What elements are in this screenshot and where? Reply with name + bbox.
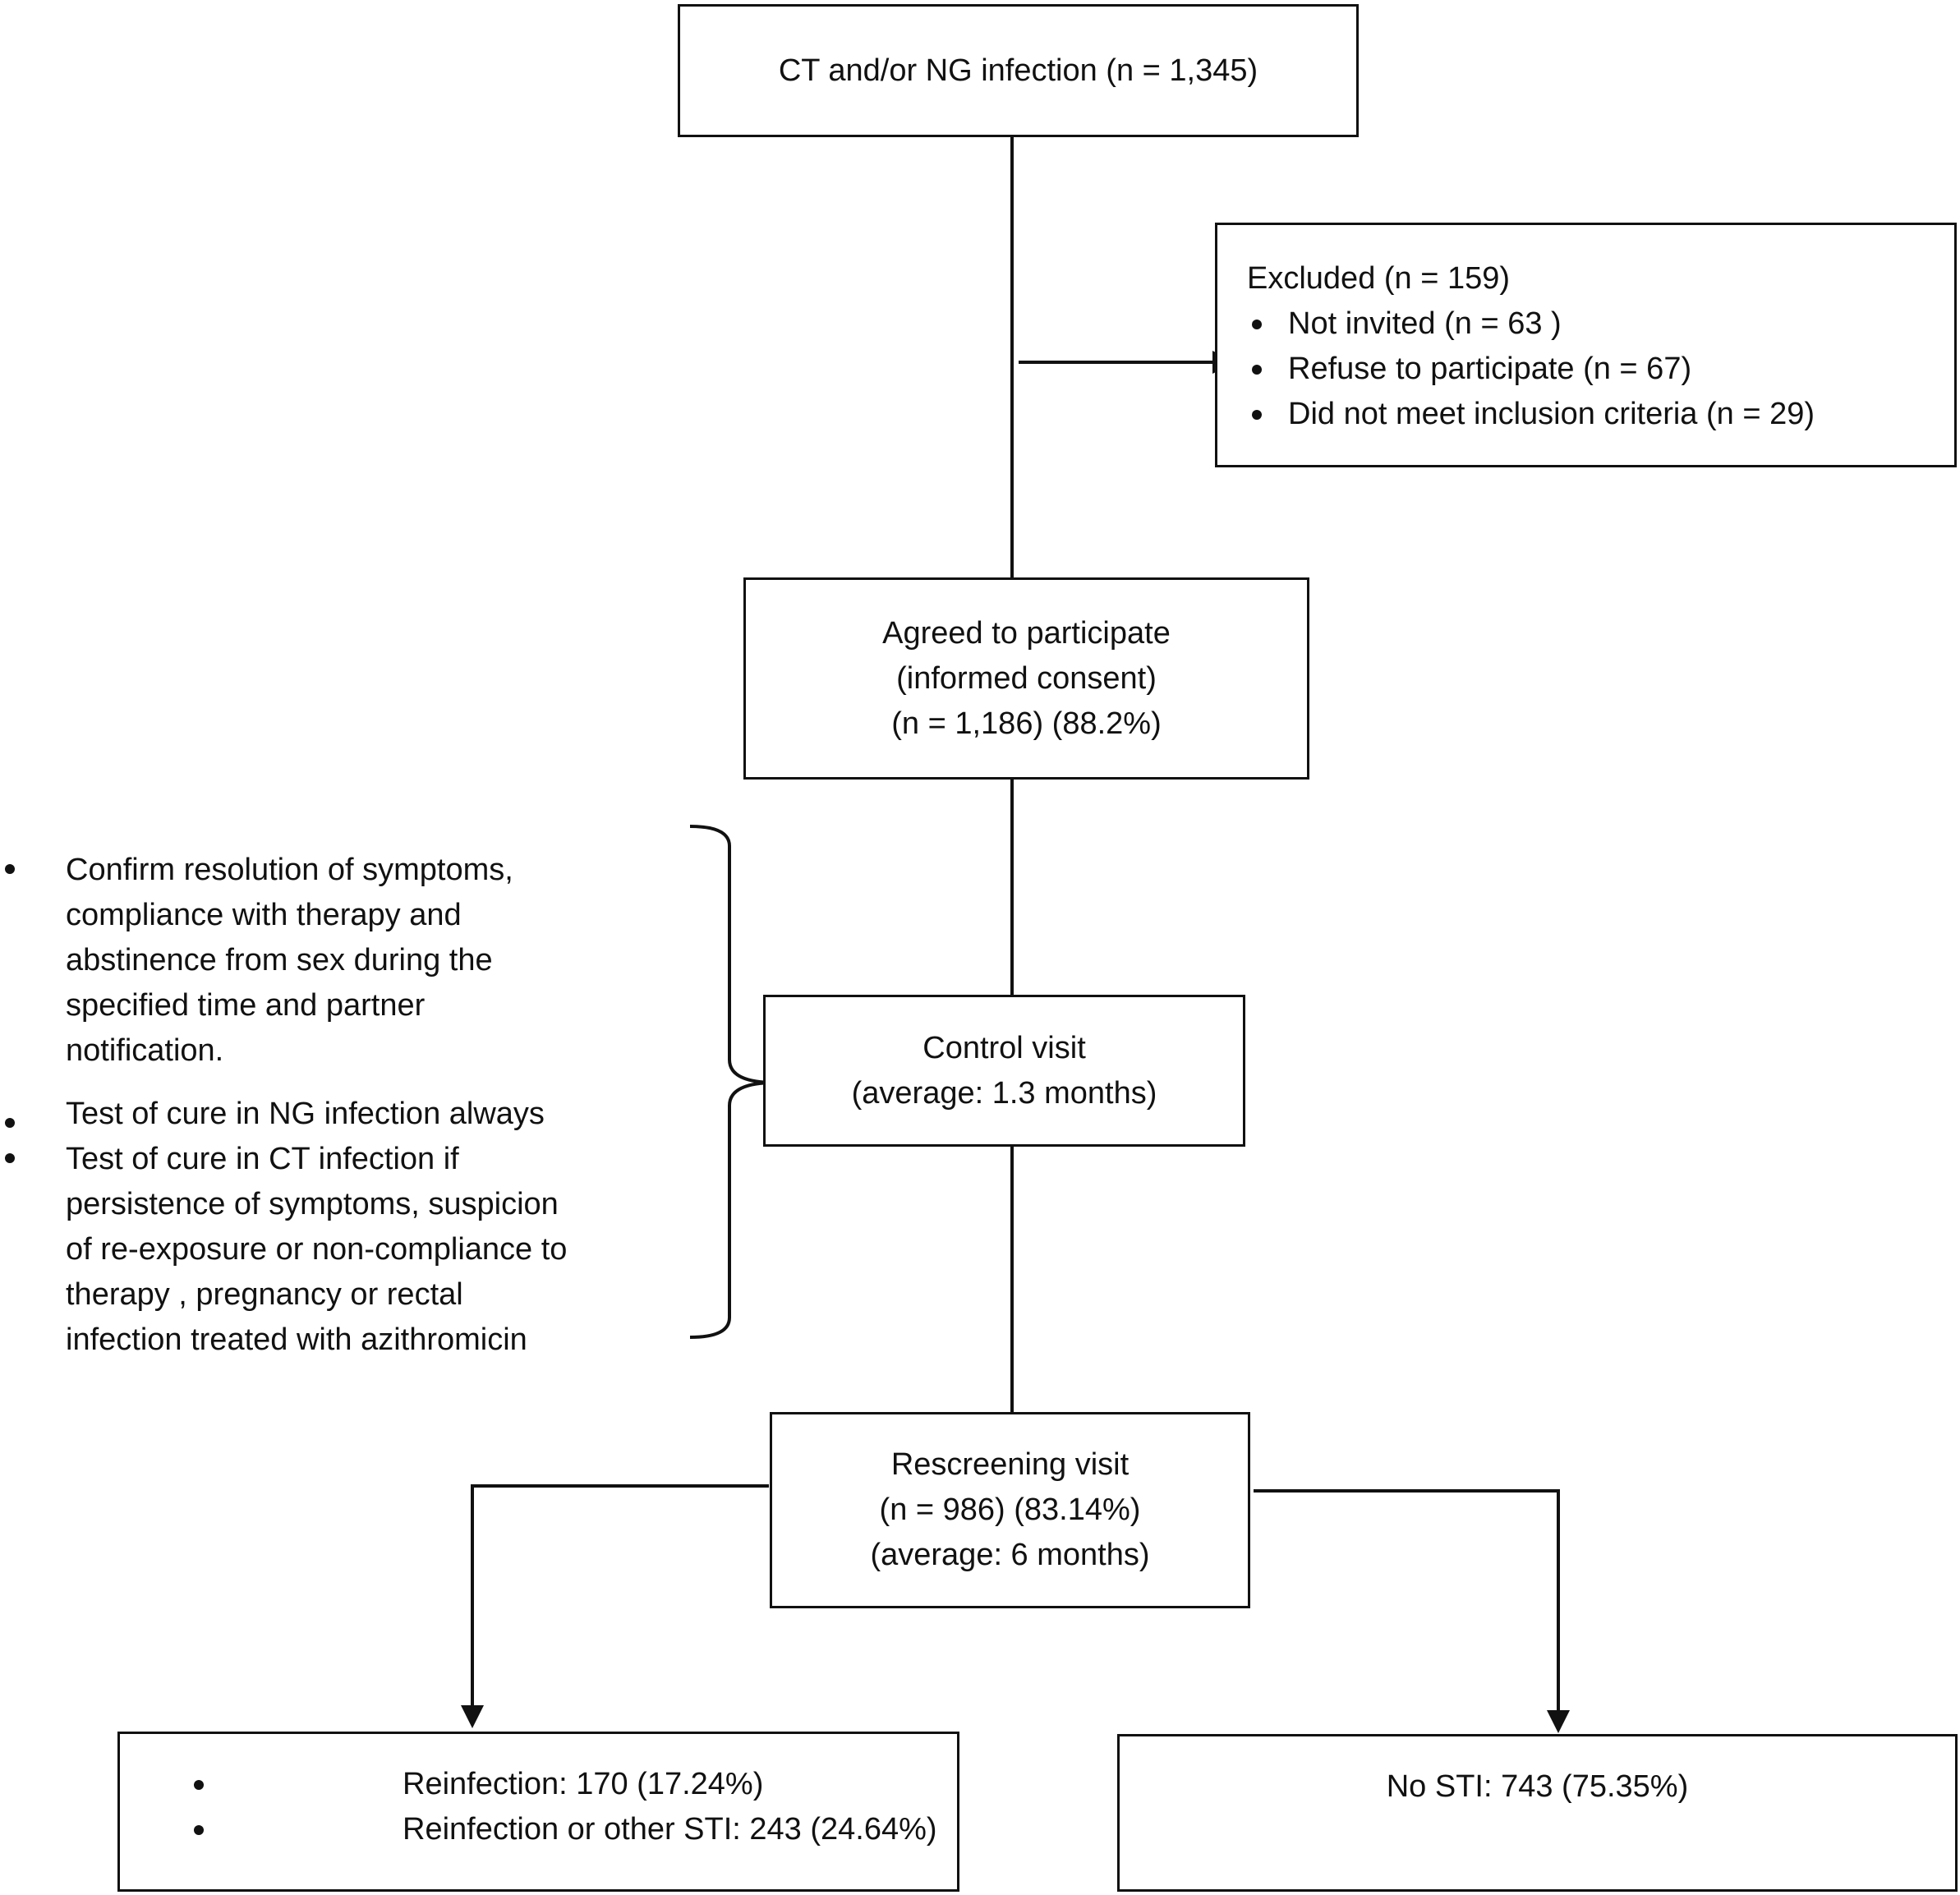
- connector-rescreening-to-left: [471, 1484, 769, 1707]
- agreed-box: Agreed to participate (informed consent)…: [743, 577, 1309, 780]
- control-note-1: Confirm resolution of symptoms, complian…: [0, 848, 657, 1074]
- bullet-icon: [5, 864, 15, 874]
- agreed-line-1: Agreed to participate: [882, 615, 1171, 651]
- start-box-text: CT and/or NG infection (n = 1,345): [778, 53, 1258, 88]
- excluded-list: Not invited (n = 63 ) Refuse to particip…: [1247, 301, 1815, 437]
- control-note-3-line: Test of cure in CT infection if: [66, 1142, 459, 1176]
- excluded-box: Excluded (n = 159) Not invited (n = 63 )…: [1215, 223, 1957, 467]
- control-line-2: (average: 1.3 months): [851, 1075, 1157, 1111]
- control-note-1-line: specified time and partner: [66, 988, 426, 1023]
- no-sti-text: No STI: 743 (75.35%): [1386, 1769, 1689, 1804]
- control-box: Control visit (average: 1.3 months): [763, 995, 1245, 1147]
- bullet-icon: [5, 1118, 15, 1128]
- control-note-3: Test of cure in CT infection if persiste…: [0, 1137, 657, 1363]
- control-note-1-line: compliance with therapy and: [66, 898, 462, 932]
- arrowhead-left-outcome: [461, 1705, 484, 1728]
- excluded-item-refused: Refuse to participate (n = 67): [1251, 347, 1815, 392]
- rescreening-box: Rescreening visit (n = 986) (83.14%) (av…: [770, 1412, 1250, 1608]
- outcome-left-item: Reinfection or other STI: 243 (24.64%): [194, 1807, 937, 1852]
- outcome-left-box: Reinfection: 170 (17.24%) Reinfection or…: [117, 1732, 959, 1892]
- control-note-3-line: of re-exposure or non-compliance to: [66, 1232, 568, 1267]
- bullet-icon: [194, 1780, 204, 1790]
- outcome-left-item: Reinfection: 170 (17.24%): [194, 1762, 937, 1807]
- bullet-icon: [5, 1153, 15, 1163]
- reinfection-text: Reinfection: 170 (17.24%): [403, 1767, 764, 1801]
- control-note-3-line: infection treated with azithromicin: [66, 1322, 527, 1357]
- arrowhead-right-outcome: [1547, 1710, 1570, 1733]
- excluded-item-not-invited: Not invited (n = 63 ): [1251, 301, 1815, 347]
- control-note-2: Test of cure in NG infection always: [0, 1092, 657, 1137]
- control-note-1-line: notification.: [66, 1033, 224, 1068]
- agreed-line-2: (informed consent): [896, 660, 1157, 696]
- reinfection-or-sti-text: Reinfection or other STI: 243 (24.64%): [403, 1812, 937, 1847]
- rescreening-line-2: (n = 986) (83.14%): [879, 1493, 1141, 1527]
- outcome-right-box: No STI: 743 (75.35%): [1117, 1734, 1958, 1892]
- excluded-title: Excluded (n = 159): [1247, 261, 1511, 296]
- control-note-2-line: Test of cure in NG infection always: [66, 1097, 545, 1131]
- rescreening-line-1: Rescreening visit: [890, 1447, 1130, 1482]
- control-note-3-line: therapy , pregnancy or rectal: [66, 1277, 463, 1312]
- connector-rescreening-to-right: [1254, 1489, 1560, 1712]
- control-note-1-line: abstinence from sex during the: [66, 943, 493, 977]
- rescreening-line-3: (average: 6 months): [870, 1538, 1150, 1572]
- control-note-1-line: Confirm resolution of symptoms,: [66, 853, 513, 887]
- start-box: CT and/or NG infection (n = 1,345): [678, 4, 1359, 137]
- control-notes: Confirm resolution of symptoms, complian…: [0, 848, 657, 1363]
- agreed-line-3: (n = 1,186) (88.2%): [891, 706, 1162, 741]
- bullet-icon: [194, 1825, 204, 1835]
- excluded-item-not-eligible: Did not meet inclusion criteria (n = 29): [1251, 392, 1815, 437]
- control-note-3-line: persistence of symptoms, suspicion: [66, 1187, 559, 1221]
- control-line-1: Control visit: [922, 1030, 1086, 1065]
